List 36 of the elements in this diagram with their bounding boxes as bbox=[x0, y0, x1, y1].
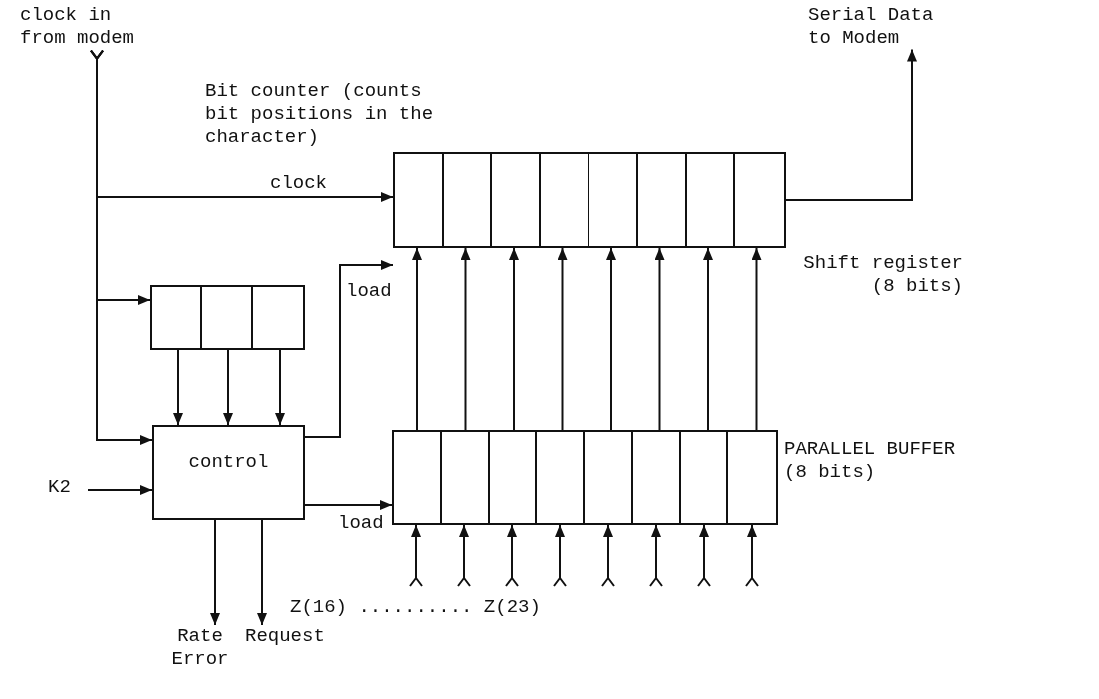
signal-label: K2 bbox=[48, 476, 88, 499]
arrow bbox=[654, 247, 665, 431]
signal-label: clock in from modem bbox=[20, 4, 145, 50]
arrow bbox=[703, 247, 713, 431]
arrow bbox=[606, 247, 616, 431]
arrow bbox=[509, 247, 519, 431]
arrow bbox=[601, 524, 615, 587]
arrow bbox=[553, 524, 567, 587]
arrow bbox=[304, 500, 393, 510]
arrow bbox=[785, 48, 917, 201]
arrow bbox=[412, 247, 422, 431]
signal-label: Serial Data to Modem bbox=[808, 4, 948, 50]
arrow bbox=[304, 260, 394, 438]
buffer-label: PARALLEL BUFFER (8 bits) bbox=[784, 438, 957, 484]
arrow bbox=[87, 485, 153, 495]
arrow bbox=[90, 49, 153, 445]
control-block: control bbox=[152, 425, 305, 520]
annotation-text: Bit counter (counts bit positions in the character) bbox=[205, 80, 435, 149]
arrow bbox=[751, 247, 762, 431]
register-label: Shift register (8 bits) bbox=[802, 252, 963, 298]
arrow bbox=[257, 519, 267, 626]
arrow bbox=[697, 524, 711, 587]
signal-label: Request bbox=[245, 625, 340, 648]
arrow bbox=[649, 524, 663, 587]
arrow bbox=[223, 349, 233, 426]
input-range-label: Z(16) .......... Z(23) bbox=[290, 596, 542, 619]
arrow bbox=[557, 247, 568, 431]
arrow bbox=[409, 524, 423, 587]
arrow bbox=[505, 524, 519, 587]
arrow bbox=[457, 524, 471, 587]
bit-counter-register bbox=[150, 285, 305, 350]
arrow bbox=[745, 524, 759, 587]
arrow bbox=[173, 349, 183, 426]
arrow bbox=[275, 349, 285, 426]
arrow bbox=[460, 247, 471, 431]
arrow bbox=[210, 519, 220, 626]
